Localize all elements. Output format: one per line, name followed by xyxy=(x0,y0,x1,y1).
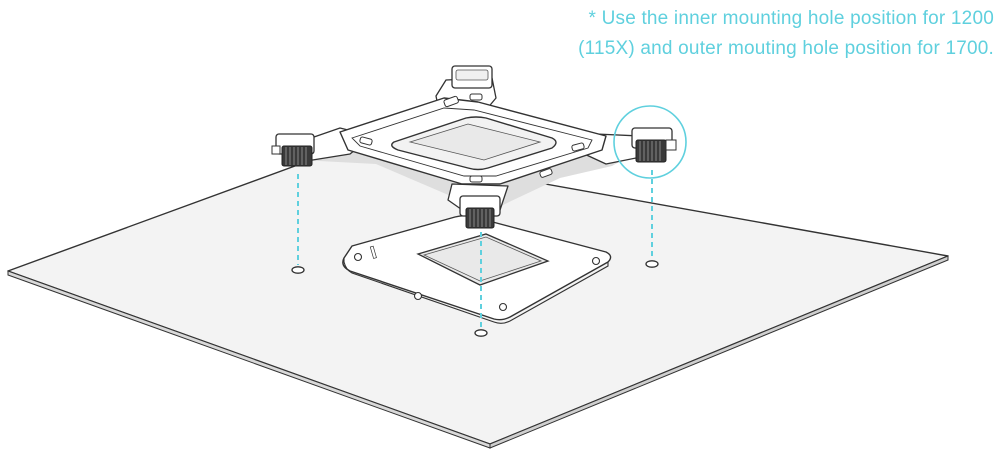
thumb-screw-front xyxy=(459,195,501,229)
board-mounting-holes xyxy=(291,260,659,337)
mounting-note-line2: (115X) and outer mouting hole position f… xyxy=(578,38,994,59)
mounting-hole-right xyxy=(645,260,659,268)
backplate-window xyxy=(416,233,550,286)
thumb-screw-left xyxy=(271,133,315,167)
mounting-hole-left xyxy=(291,266,305,274)
mounting-bracket xyxy=(287,77,647,215)
mounting-note-line1: * Use the inner mounting hole position f… xyxy=(588,8,994,29)
mounting-hole-front xyxy=(474,329,488,337)
mounting-note: * Use the inner mounting hole position f… xyxy=(504,4,994,64)
thumb-screw-back xyxy=(451,65,493,89)
circle-callout-icon xyxy=(613,105,687,179)
thumb-screw-right xyxy=(631,127,677,163)
alignment-guides xyxy=(297,170,653,328)
